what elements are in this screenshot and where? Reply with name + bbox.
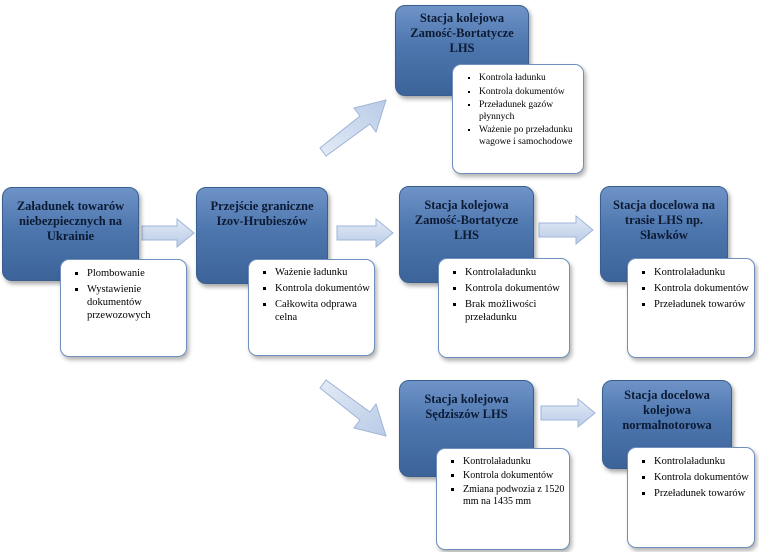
zamosc-mid-item-2: Kontrola dokumentów [465,282,569,295]
slawkow-destination-details: Kontrolaładunku Kontrola dokumentów Prze… [627,258,755,358]
arrow-right-1-icon [141,218,195,248]
border-item-3: Całkowita odprawa celna [275,298,374,324]
border-crossing-title: Przejście graniczne Izov-Hrubieszów [210,199,314,228]
loading-stage-title: Załadunek towarów niebezpiecznych na Ukr… [16,199,125,243]
sedziszow-station-details: Kontrolaładunku Kontrola dokumentów Zmia… [436,448,570,550]
zamosc-top-item-1: Kontrola ładunku [479,73,583,85]
arrow-up-right-icon [319,99,387,157]
arrow-right-4-icon [540,398,596,428]
zamosc-mid-item-1: Kontrolaładunku [465,266,569,279]
arrow-right-3-icon [538,215,594,245]
normal-item-3: Przeładunek towarów [654,487,754,500]
normal-item-1: Kontrolaładunku [654,455,754,468]
zamosc-top-item-4: Ważenie po przeładunku wagowe i samochod… [479,125,583,148]
loading-item-2: Wystawienie dokumentów przewozowych [87,283,186,322]
slawkow-item-3: Przeładunek towarów [654,298,754,311]
border-item-1: Ważenie ładunku [275,266,374,279]
zamosc-no-transfer-station-details: Kontrolaładunku Kontrola dokumentów Brak… [438,258,570,358]
normal-gauge-destination-title: Stacja docelowa kolejowa normalnotorowa [622,388,712,432]
border-crossing-details: Ważenie ładunku Kontrola dokumentów Całk… [248,259,375,356]
slawkow-item-1: Kontrolaładunku [654,266,754,279]
zamosc-no-transfer-station-title: Stacja kolejowa Zamość-Bortatycze LHS [414,198,519,242]
slawkow-item-2: Kontrola dokumentów [654,282,754,295]
sedziszow-item-2: Kontrola dokumentów [463,470,569,482]
sedziszow-item-1: Kontrolaładunku [463,456,569,468]
border-item-2: Kontrola dokumentów [275,282,374,295]
zamosc-transfer-station-title: Stacja kolejowa Zamość-Bortatycze LHS [410,11,514,55]
arrow-down-right-icon [319,379,387,437]
zamosc-top-item-2: Kontrola dokumentów [479,87,583,99]
slawkow-destination-title: Stacja docelowa na trasie LHS np. Sławkó… [612,198,716,242]
sedziszow-station-title: Stacja kolejowa Sędziszów LHS [424,392,509,421]
zamosc-transfer-station-details: Kontrola ładunku Kontrola dokumentów Prz… [452,64,584,174]
arrow-right-2-icon [336,218,394,248]
zamosc-top-item-3: Przeładunek gazów płynnych [479,100,583,123]
normal-item-2: Kontrola dokumentów [654,471,754,484]
loading-item-1: Plombowanie [87,267,186,280]
normal-gauge-destination-details: Kontrolaładunku Kontrola dokumentów Prze… [627,447,755,548]
zamosc-mid-item-3: Brak możliwości przeładunku [465,298,569,324]
sedziszow-item-3: Zmiana podwozia z 1520 mm na 1435 mm [463,484,569,508]
loading-stage-details: Plombowanie Wystawienie dokumentów przew… [60,259,187,357]
